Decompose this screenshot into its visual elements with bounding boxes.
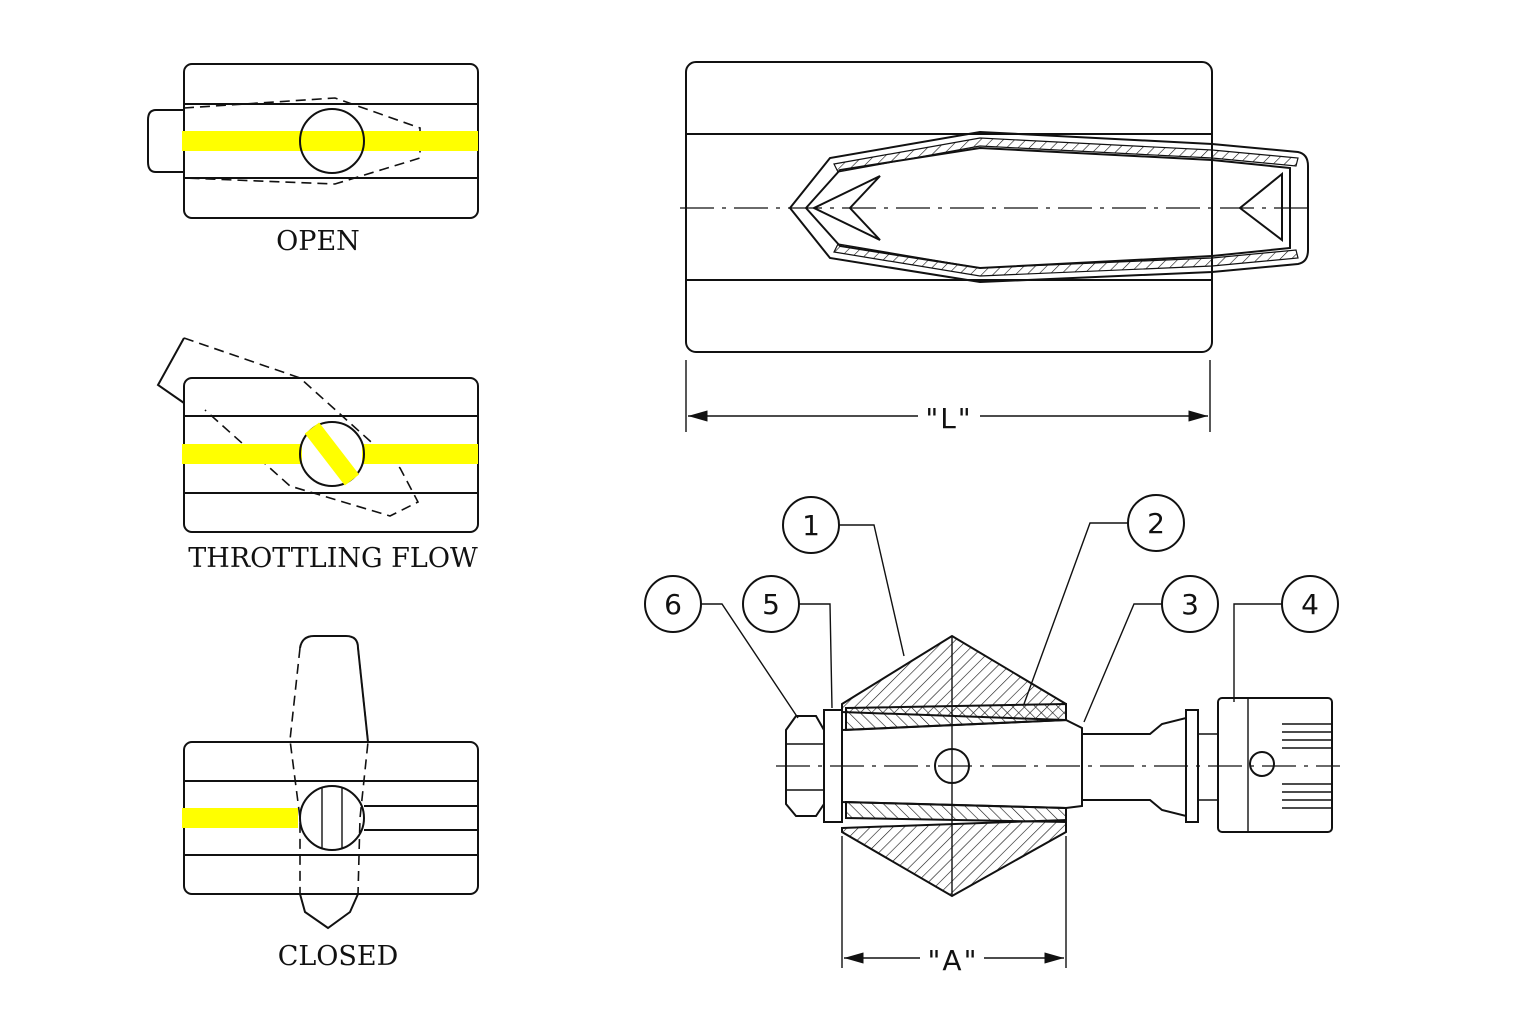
closed-ball	[299, 785, 365, 851]
throttling-ball-bore	[304, 422, 360, 486]
closed-label: CLOSED	[278, 941, 399, 972]
open-ball-port	[299, 108, 365, 174]
section-view: "A" 1 2 3 4 5	[644, 494, 1340, 977]
top-handle-grip-top	[833, 137, 1299, 173]
top-body	[685, 61, 1213, 353]
open-label: OPEN	[276, 226, 360, 257]
throttling-view: THROTTLING FLOW	[156, 337, 479, 574]
throttling-label: THROTTLING FLOW	[188, 543, 478, 574]
length-dimension-label: "L"	[925, 402, 972, 435]
throttling-handle-tab	[156, 337, 185, 404]
throttling-handle-outline	[183, 337, 420, 517]
section-knob-port	[1249, 751, 1275, 777]
across-dimension: "A"	[841, 836, 1067, 977]
svg-text:3: 3	[1181, 588, 1199, 621]
open-handle-tab	[147, 109, 184, 173]
length-dimension: "L"	[685, 360, 1211, 435]
section-nut	[785, 715, 825, 817]
svg-text:6: 6	[664, 588, 682, 621]
callout-2: 2	[1023, 494, 1185, 705]
callout-3: 3	[1083, 575, 1219, 723]
svg-text:5: 5	[762, 588, 780, 621]
svg-text:1: 1	[802, 509, 820, 542]
throttling-ball	[299, 421, 365, 487]
callout-1: 1	[782, 496, 905, 657]
top-arrow-right-icon	[1238, 171, 1283, 243]
closed-view: CLOSED	[182, 635, 479, 972]
svg-text:4: 4	[1301, 588, 1319, 621]
svg-text:2: 2	[1147, 507, 1165, 540]
closed-handle	[299, 635, 369, 743]
top-view: "L"	[680, 61, 1310, 435]
section-seat-top	[845, 702, 1067, 732]
across-dimension-label: "A"	[928, 944, 979, 977]
closed-handle-tip	[299, 893, 359, 930]
section-handle-knob	[1217, 697, 1333, 833]
closed-handle-outline	[289, 647, 369, 895]
open-view: OPEN	[147, 63, 479, 257]
section-body-bottom	[841, 818, 1067, 898]
section-stem	[1082, 716, 1187, 818]
callout-5: 5	[742, 575, 833, 709]
top-arrow-left-icon	[811, 175, 881, 241]
callout-6: 6	[644, 575, 799, 719]
callout-4: 4	[1233, 575, 1339, 702]
section-knob-grip	[1282, 723, 1332, 809]
section-ball	[841, 718, 1083, 810]
